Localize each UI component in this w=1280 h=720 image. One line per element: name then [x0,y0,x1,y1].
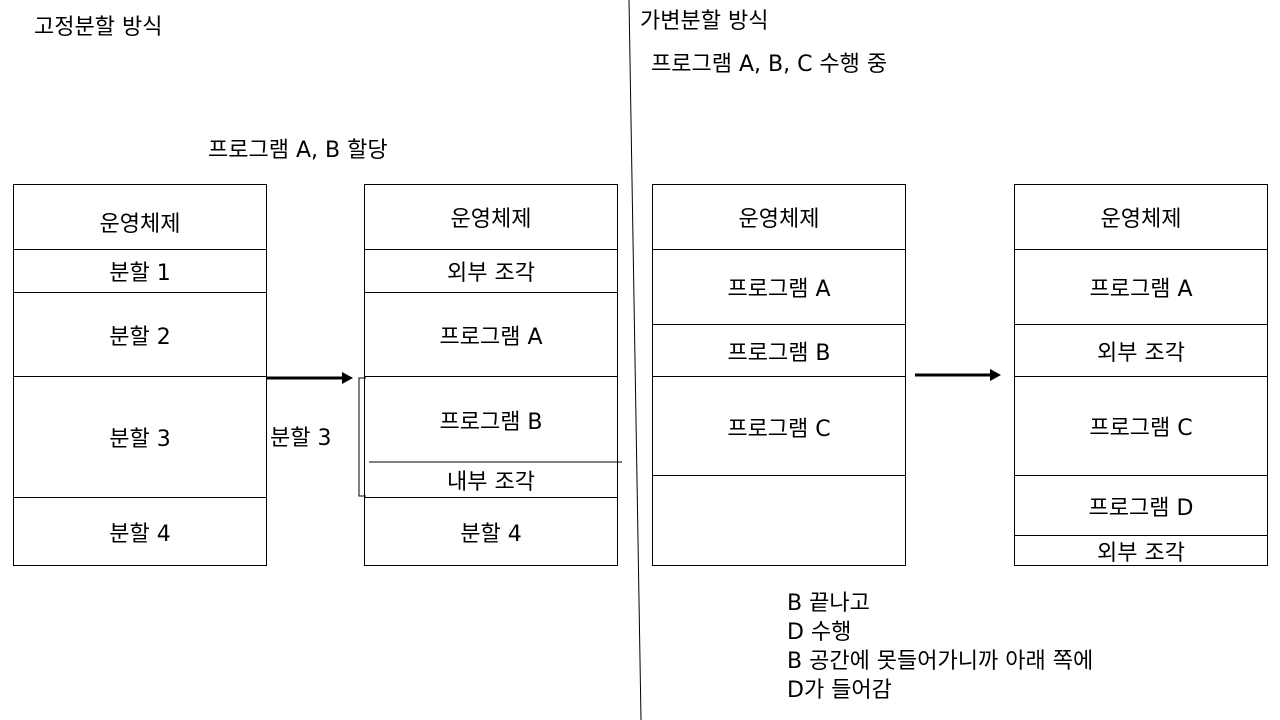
bracket-label: 분할 3 [270,426,332,451]
os-block: 운영체제 [99,212,181,237]
external-fragment: 외부 조각 [1015,535,1267,566]
notes: B 끝나고 D 수행 B 공간에 못들어가니까 아래 쪽에 D가 들어감 [787,589,1093,705]
note-line: D 수행 [787,620,852,645]
variable-after-memory: 운영체제 프로그램 A 외부 조각 프로그램 C 프로그램 D 외부 조각 [1014,184,1268,566]
external-fragment: 외부 조각 [365,249,617,292]
program-a-block: 프로그램 A [365,292,617,376]
partition-3-bracket [358,377,366,497]
allocation-label: 프로그램 A, B 할당 [208,138,388,163]
note-line: D가 들어감 [787,678,892,703]
note-line: B 공간에 못들어가니까 아래 쪽에 [787,649,1094,674]
os-block: 운영체제 [450,207,532,232]
program-c-block: 프로그램 C [653,376,905,475]
running-label: 프로그램 A, B, C 수행 중 [651,52,888,77]
program-c-block: 프로그램 C [1015,376,1267,475]
program-b-block: 프로그램 B [365,376,617,463]
partition-1: 분할 1 [14,249,266,292]
os-block: 운영체제 [1100,207,1182,232]
fixed-partition-title: 고정분할 방식 [34,15,163,40]
program-b-block: 프로그램 B [653,324,905,376]
note-line: B 끝나고 [787,591,870,616]
arrow-variable-head [990,369,1001,381]
program-a-block: 프로그램 A [1015,249,1267,324]
section-divider [628,0,642,720]
arrow-fixed-head [342,372,353,384]
os-block: 운영체제 [738,207,820,232]
external-fragment: 외부 조각 [1015,324,1267,376]
fixed-before-memory: 운영체제 분할 1 분할 2 분할 3 분할 4 [13,184,267,566]
program-d-block: 프로그램 D [1015,475,1267,535]
partition-4: 분할 4 [14,497,266,565]
internal-fragment: 내부 조각 [447,470,535,495]
free-space-block [653,475,905,565]
partition-3: 분할 3 [14,376,266,497]
program-a-block: 프로그램 A [653,249,905,324]
variable-partition-title: 가변분할 방식 [640,9,769,34]
partition-4: 분할 4 [365,497,617,565]
partition-2: 분할 2 [14,292,266,376]
variable-before-memory: 운영체제 프로그램 A 프로그램 B 프로그램 C [652,184,906,566]
fixed-after-memory: 운영체제 외부 조각 프로그램 A 프로그램 B 내부 조각 분할 4 [364,184,618,566]
